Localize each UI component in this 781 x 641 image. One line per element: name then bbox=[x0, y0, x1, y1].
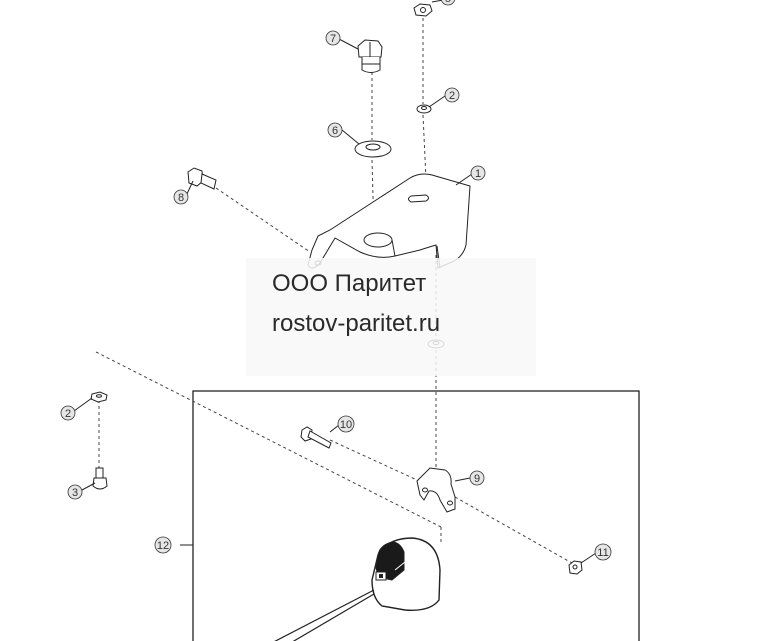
bolt-7-shape bbox=[357, 39, 383, 73]
lamp-housing-12-shape bbox=[274, 537, 441, 641]
callout-2-top: 2 bbox=[444, 87, 460, 103]
callout-6: 6 bbox=[327, 122, 343, 138]
bracket-1-shape bbox=[307, 173, 471, 269]
watermark-site: rostov-paritet.ru bbox=[272, 310, 441, 337]
svg-text:3: 3 bbox=[72, 487, 78, 499]
clamp-9-shape bbox=[416, 467, 456, 513]
callout-2-left: 2 bbox=[60, 405, 76, 421]
callout-7: 7 bbox=[325, 30, 341, 46]
svg-text:1: 1 bbox=[475, 168, 481, 180]
svg-text:8: 8 bbox=[178, 192, 184, 204]
bolt-8-shape bbox=[187, 167, 217, 190]
callout-bubbles: 5 2 7 6 8 1 2 3 bbox=[60, 0, 612, 561]
svg-text:7: 7 bbox=[330, 33, 336, 45]
svg-text:6: 6 bbox=[332, 125, 338, 137]
callout-11: 11 bbox=[594, 543, 612, 561]
bolt-3-shape bbox=[92, 467, 108, 490]
watermark-company: ООО Паритет bbox=[272, 270, 427, 297]
svg-text:5: 5 bbox=[445, 0, 451, 5]
bolt-10-shape bbox=[300, 426, 332, 449]
callout-9: 9 bbox=[469, 470, 485, 486]
washer-2-top-shape bbox=[416, 104, 432, 114]
callout-5: 5 bbox=[440, 0, 456, 6]
callout-1: 1 bbox=[470, 165, 486, 181]
svg-text:9: 9 bbox=[474, 473, 480, 485]
svg-text:2: 2 bbox=[65, 408, 71, 420]
svg-text:11: 11 bbox=[597, 547, 608, 559]
nut-5-shape bbox=[413, 3, 433, 17]
washer-2-left-shape bbox=[90, 391, 108, 403]
nut-11-shape bbox=[568, 560, 583, 575]
subassembly-frame bbox=[192, 390, 640, 641]
watermark-backdrop bbox=[246, 258, 536, 376]
svg-text:10: 10 bbox=[340, 419, 352, 431]
callout-8: 8 bbox=[173, 189, 189, 205]
callout-3: 3 bbox=[67, 484, 83, 500]
callout-10: 10 bbox=[337, 415, 355, 433]
svg-text:2: 2 bbox=[449, 90, 455, 102]
svg-text:12: 12 bbox=[157, 540, 169, 552]
washer-6-shape bbox=[354, 140, 392, 158]
callout-12: 12 bbox=[154, 536, 172, 554]
